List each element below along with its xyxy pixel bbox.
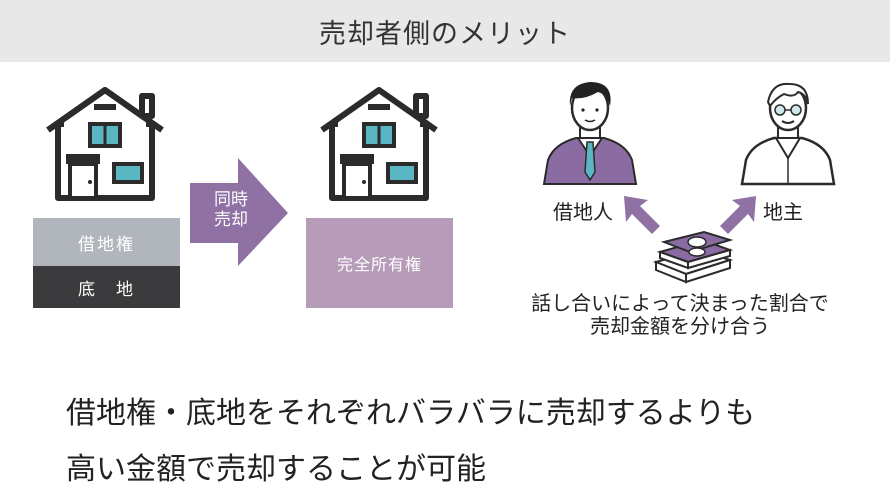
page-title: 売却者側のメリット xyxy=(319,18,571,50)
freehold-label: 完全所有権 xyxy=(336,255,422,274)
money-stack-icon xyxy=(652,230,734,284)
simultaneous-sale-label: 同時 売却 xyxy=(196,190,266,230)
land-label: 底 地 xyxy=(78,279,135,300)
freehold-box: 完全所有権 xyxy=(306,218,453,308)
header-bar: 売却者側のメリット xyxy=(0,0,890,62)
summary-line1: 借地権・底地をそれぞれバラバラに売却するよりも xyxy=(66,396,756,431)
businessman-icon xyxy=(542,82,638,185)
house-icon xyxy=(320,87,438,201)
landowner-label: 地主 xyxy=(763,200,803,224)
arrow-right-icon xyxy=(190,158,288,266)
land-box: 底 地 xyxy=(33,266,180,308)
split-note: 話し合いによって決まった割合で 売却金額を分け合う xyxy=(495,292,865,338)
summary-line2: 高い金額で売却することが可能 xyxy=(66,452,486,487)
arrow-up-right-icon xyxy=(720,196,756,234)
leasehold-box: 借地権 xyxy=(33,218,180,266)
leasehold-label: 借地権 xyxy=(78,234,135,255)
note-line1: 話し合いによって決まった割合で xyxy=(531,291,829,315)
arrow-up-left-icon xyxy=(624,196,660,234)
arrow-text-line2: 売却 xyxy=(214,210,248,230)
tenant-label: 借地人 xyxy=(553,200,613,224)
house-icon xyxy=(46,87,164,201)
note-line2: 売却金額を分け合う xyxy=(590,314,770,338)
elderly-man-icon xyxy=(740,82,836,186)
arrow-text-line1: 同時 xyxy=(214,190,248,210)
